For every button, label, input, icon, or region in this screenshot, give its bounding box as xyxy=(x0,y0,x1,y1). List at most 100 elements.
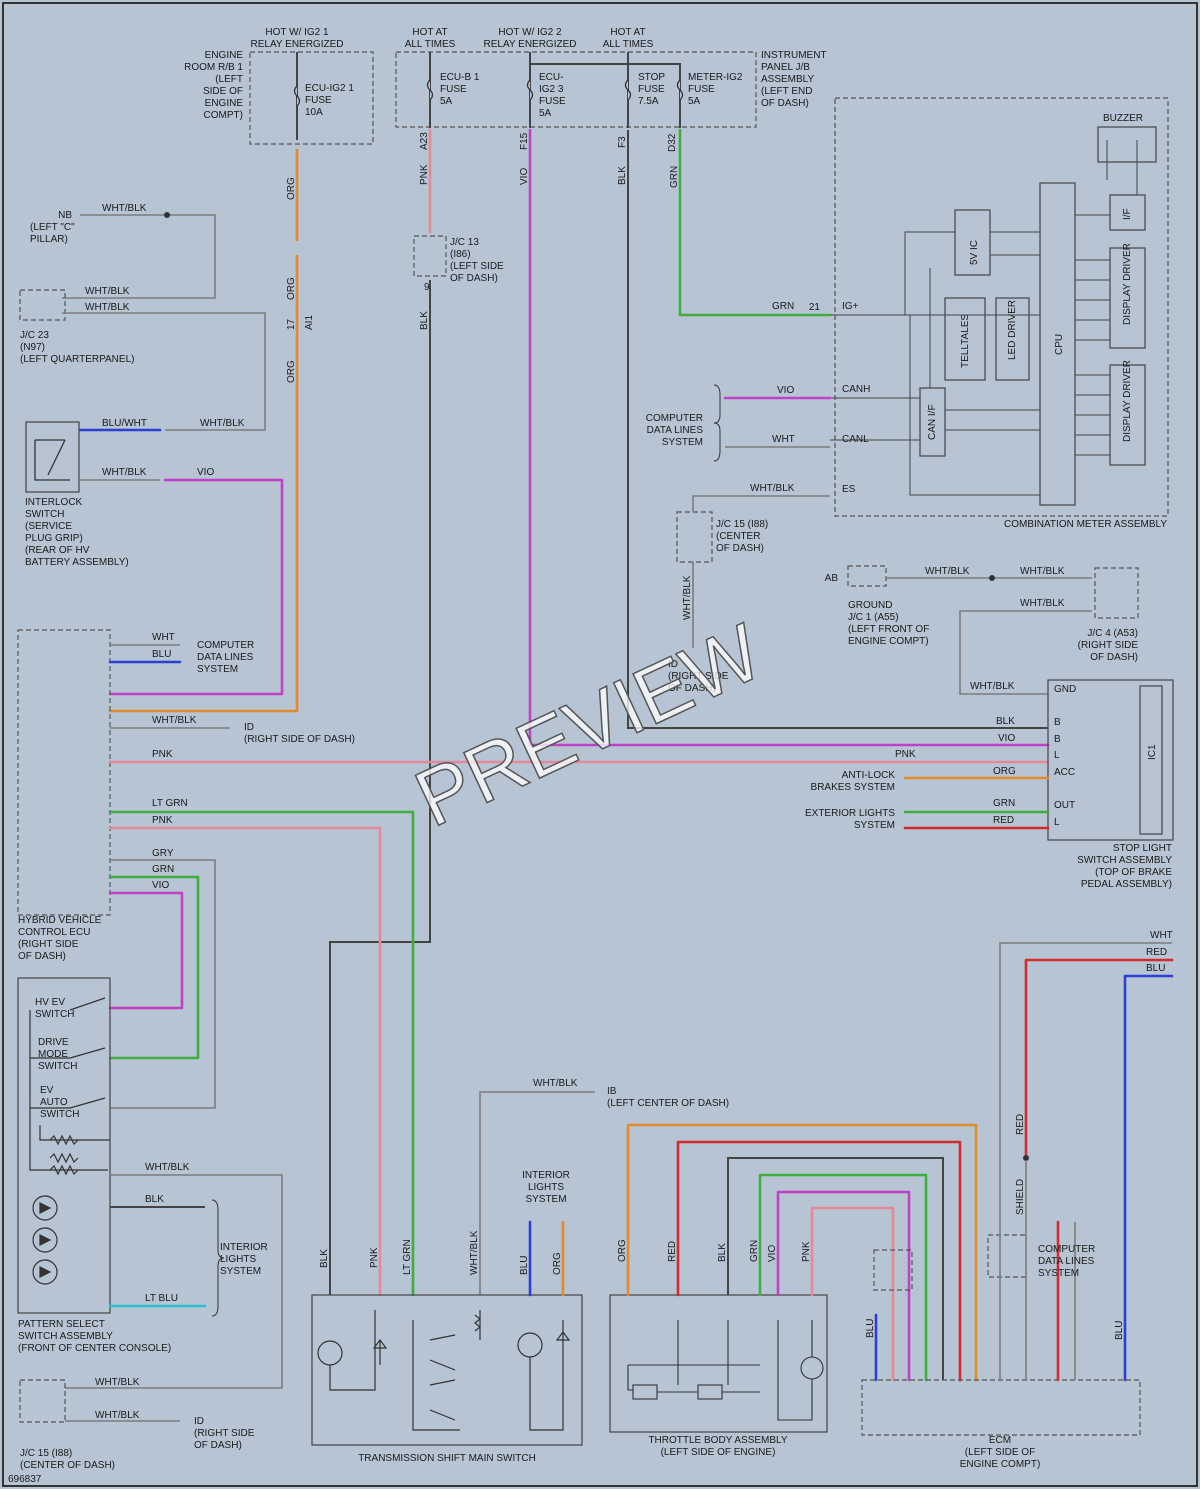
wire-whtblk-e xyxy=(65,1174,283,1389)
5v-ic-text: 5V IC xyxy=(969,240,980,265)
buzzer-box xyxy=(1097,126,1157,163)
display-driver2-text: DISPLAY DRIVER xyxy=(1122,360,1133,442)
trans-switch-box xyxy=(311,1294,583,1446)
pin-ab: AB xyxy=(825,573,839,584)
jc15-box xyxy=(676,511,713,563)
lbl-org-illminus: ORG xyxy=(552,1252,563,1275)
pin-nb: NB xyxy=(58,210,72,221)
jc15b-box xyxy=(19,1379,66,1423)
pin-es: ES xyxy=(842,484,856,495)
lbl-grn-out: GRN xyxy=(993,798,1015,809)
lbl-grn-meter: GRN xyxy=(669,166,680,188)
pin-canl: CANL xyxy=(842,434,869,445)
led-driver-text: LED DRIVER xyxy=(1007,300,1018,360)
lbl-whtblk-jc15b1: WHT/BLK xyxy=(95,1377,140,1388)
pin-ai1-17: 17 xyxy=(286,318,297,330)
wire-grn-meter xyxy=(678,128,832,317)
throttle-internals xyxy=(627,1320,824,1421)
svg-text:L: L xyxy=(1054,817,1060,828)
throttle-box xyxy=(609,1294,828,1433)
ecm-box xyxy=(861,1379,1141,1436)
lbl-whtblk-ab: WHT/BLK xyxy=(925,566,970,577)
jc13-box xyxy=(413,235,447,277)
svg-text:PNK: PNK xyxy=(801,1241,812,1262)
wire-whtblk-ib xyxy=(479,1091,595,1295)
lbl-blu-illplus: BLU xyxy=(519,1256,530,1275)
lbl-ltblu: LT BLU xyxy=(145,1293,178,1304)
ic1-box xyxy=(1139,685,1163,835)
lbl-blk-ill: BLK xyxy=(145,1194,164,1205)
wire-whtblk-jc23 xyxy=(62,312,266,431)
lbl-whtblk-e: WHT/BLK xyxy=(469,1230,480,1275)
splice-nb xyxy=(164,212,170,218)
svg-text:L: L xyxy=(1054,750,1060,761)
if-box xyxy=(1109,194,1146,231)
svg-text:B: B xyxy=(1054,734,1061,745)
pattern-resistors xyxy=(39,1125,110,1176)
wire-vio-evhv xyxy=(108,891,184,1010)
lbl-vio-canh: VIO xyxy=(777,385,794,396)
meter-internal-lines xyxy=(830,140,1138,496)
ecm-shield-box xyxy=(873,1249,913,1291)
lbl-wht-ca3n: WHT xyxy=(152,632,175,643)
lbl-wht-canl: WHT xyxy=(772,434,795,445)
ic1-text: IC1 xyxy=(1147,744,1158,760)
jc4-box xyxy=(1094,567,1139,619)
wire-ltgrn-p1 xyxy=(108,810,415,1297)
pattern-contacts xyxy=(29,997,108,1171)
lbl-whtblk-ib: WHT/BLK xyxy=(533,1078,578,1089)
lbl-pnk-18: PNK xyxy=(895,749,916,760)
lbl-shield: SHIELD xyxy=(1015,1179,1026,1215)
interior-brace xyxy=(211,1199,225,1317)
lbl-grn-pdrv: GRN xyxy=(152,864,174,875)
cpu-box xyxy=(1039,182,1076,506)
wire-pnk-ind xyxy=(108,826,382,1297)
svg-text:ACC: ACC xyxy=(1054,767,1075,778)
pin-igplus: IG+ xyxy=(842,301,859,312)
lbl-whtblk-gnd: WHT/BLK xyxy=(970,681,1015,692)
lbl-red-top: RED xyxy=(1015,1114,1026,1135)
wire-whtblk-gnd xyxy=(959,610,1092,695)
lbl-blk-jc13: BLK xyxy=(419,311,430,330)
wire-red-top xyxy=(1024,958,1174,1157)
lbl-whtblk-21: WHT/BLK xyxy=(1020,598,1065,609)
svg-text:GND: GND xyxy=(1054,684,1076,695)
wire-blu-neo xyxy=(1123,974,1174,1382)
lbl-vio-evhv: VIO xyxy=(152,880,169,891)
pin-d32: D32 xyxy=(667,133,678,152)
can-if-box xyxy=(919,387,946,457)
fuse-pins: A23 F15 F3 D32 xyxy=(419,132,678,152)
combo-meter-box xyxy=(834,97,1169,517)
trans-internals xyxy=(317,1310,571,1431)
id-right2: ID(RIGHT SIDE OF DASH) xyxy=(244,722,355,745)
combo-label: COMBINATION METER ASSEMBLY xyxy=(1004,519,1167,530)
throttle-wire-labels: ORG RED BLK GRN VIO PNK xyxy=(617,1239,812,1262)
wire-grn-pdrv xyxy=(108,875,200,1060)
lbl-whtblk-jc15b2: WHT/BLK xyxy=(95,1410,140,1421)
wire-grn-e2 xyxy=(758,1173,928,1382)
svg-text:RED: RED xyxy=(667,1241,678,1262)
cpu-text: CPU xyxy=(1054,334,1065,355)
lbl-vio-ilk: VIO xyxy=(197,467,214,478)
svg-text:B: B xyxy=(1054,717,1061,728)
